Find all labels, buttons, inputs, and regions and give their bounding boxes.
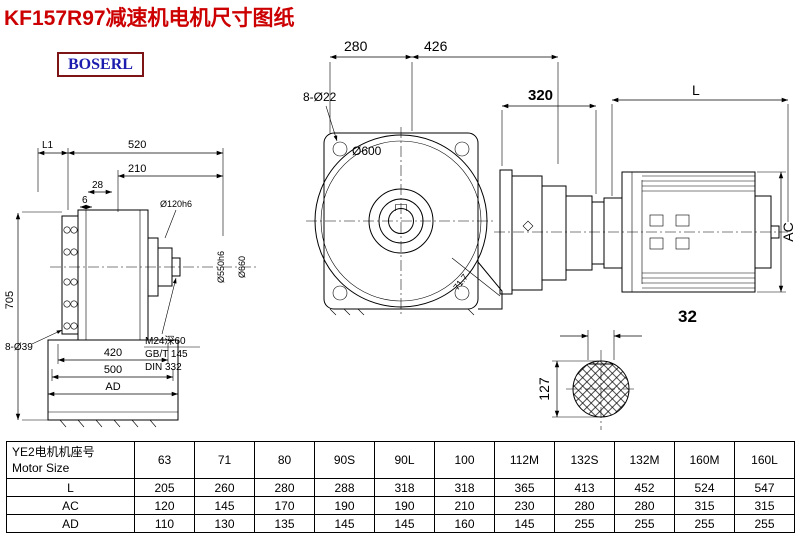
dim-o600: Ø600 bbox=[352, 144, 382, 158]
column-header: 63 bbox=[134, 441, 195, 479]
table-cell: 260 bbox=[194, 478, 255, 497]
column-header: 100 bbox=[434, 441, 495, 479]
gearbox-front-dimensions: 280 426 8-Ø22 Ø600 bbox=[303, 38, 559, 164]
note-tap: M24深60 bbox=[145, 335, 186, 347]
dim-210: 210 bbox=[128, 163, 146, 175]
row-label: AD bbox=[6, 514, 135, 533]
table-cell: 255 bbox=[734, 514, 795, 533]
note-gb: GB/T 145 bbox=[145, 349, 188, 360]
table-cell: 145 bbox=[314, 514, 375, 533]
table-cell: 318 bbox=[434, 478, 495, 497]
table-cell: 280 bbox=[554, 496, 615, 515]
logo-box: BOSERL bbox=[57, 52, 144, 77]
table-cell: 524 bbox=[674, 478, 735, 497]
technical-drawing: L1 520 210 28 6 Ø120h6 Ø550h6 Ø660 705 8… bbox=[4, 38, 796, 430]
dim-28: 28 bbox=[92, 180, 104, 191]
dim-6: 6 bbox=[82, 195, 88, 206]
size-table-title-en: Motor Size bbox=[12, 461, 70, 475]
dim-o120h6: Ø120h6 bbox=[160, 199, 192, 209]
table-cell: 315 bbox=[674, 496, 735, 515]
size-table-title-cn: YE2电机机座号 bbox=[12, 445, 95, 459]
table-cell: 230 bbox=[494, 496, 555, 515]
gearbox-side-view bbox=[47, 209, 258, 428]
table-cell: 190 bbox=[374, 496, 435, 515]
table-cell: 210 bbox=[434, 496, 495, 515]
column-header: 132S bbox=[554, 441, 615, 479]
column-header: 90S bbox=[314, 441, 375, 479]
table-cell: 365 bbox=[494, 478, 555, 497]
table-cell: 130 bbox=[194, 514, 255, 533]
table-cell: 145 bbox=[494, 514, 555, 533]
column-header: 160L bbox=[734, 441, 795, 479]
table-cell: 190 bbox=[314, 496, 375, 515]
table-cell: 315 bbox=[734, 496, 795, 515]
gearbox-side-dimensions: L1 520 210 28 6 Ø120h6 Ø550h6 Ø660 705 8… bbox=[4, 139, 247, 421]
table-cell: 145 bbox=[194, 496, 255, 515]
dim-127: 127 bbox=[536, 377, 552, 401]
column-header: 160M bbox=[674, 441, 735, 479]
dim-426: 426 bbox=[424, 38, 448, 54]
dim-280: 280 bbox=[344, 38, 368, 54]
dim-ac: AC bbox=[780, 222, 796, 241]
dim-o550h6: Ø550h6 bbox=[216, 251, 226, 283]
dim-32: 32 bbox=[678, 307, 697, 326]
column-header: 71 bbox=[194, 441, 255, 479]
table-cell: 205 bbox=[134, 478, 195, 497]
table-cell: 135 bbox=[254, 514, 315, 533]
motor-assembly-dimensions: 320 L AC bbox=[501, 82, 796, 293]
table-cell: 255 bbox=[554, 514, 615, 533]
column-header: 132M bbox=[614, 441, 675, 479]
shaft-end-dimensions: 32 127 bbox=[536, 307, 697, 418]
dim-8-o39: 8-Ø39 bbox=[5, 342, 33, 353]
shaft-end-view bbox=[566, 350, 636, 430]
column-header: 80 bbox=[254, 441, 315, 479]
dim-705: 705 bbox=[4, 291, 16, 309]
note-din: DIN 332 bbox=[145, 362, 182, 373]
dim-l1: L1 bbox=[42, 140, 54, 151]
column-header: 90L bbox=[374, 441, 435, 479]
table-cell: 170 bbox=[254, 496, 315, 515]
gearbox-front-view: 71.7 bbox=[306, 127, 503, 316]
page-title: KF157R97减速机电机尺寸图纸 bbox=[4, 7, 295, 30]
motor-assembly-view bbox=[494, 169, 788, 295]
table-cell: 160 bbox=[434, 514, 495, 533]
dim-420: 420 bbox=[104, 347, 122, 359]
table-cell: 255 bbox=[674, 514, 735, 533]
table-cell: 120 bbox=[134, 496, 195, 515]
row-label: AC bbox=[6, 496, 135, 515]
table-cell: 255 bbox=[614, 514, 675, 533]
column-header: 112M bbox=[494, 441, 555, 479]
table-cell: 318 bbox=[374, 478, 435, 497]
dim-520: 520 bbox=[128, 139, 146, 151]
dim-l: L bbox=[692, 82, 700, 98]
dim-320: 320 bbox=[528, 87, 553, 104]
size-table-title-cell: YE2电机机座号 Motor Size bbox=[6, 441, 135, 479]
table-cell: 280 bbox=[254, 478, 315, 497]
table-cell: 413 bbox=[554, 478, 615, 497]
table-cell: 280 bbox=[614, 496, 675, 515]
row-label: L bbox=[6, 478, 135, 497]
dim-o660: Ø660 bbox=[237, 256, 247, 278]
table-cell: 145 bbox=[374, 514, 435, 533]
table-cell: 547 bbox=[734, 478, 795, 497]
table-cell: 452 bbox=[614, 478, 675, 497]
table-cell: 110 bbox=[134, 514, 195, 533]
logo-text: BOSERL bbox=[68, 56, 133, 73]
dim-ad: AD bbox=[105, 381, 120, 393]
dim-500: 500 bbox=[104, 364, 122, 376]
table-cell: 288 bbox=[314, 478, 375, 497]
dim-8-o22: 8-Ø22 bbox=[303, 90, 337, 104]
